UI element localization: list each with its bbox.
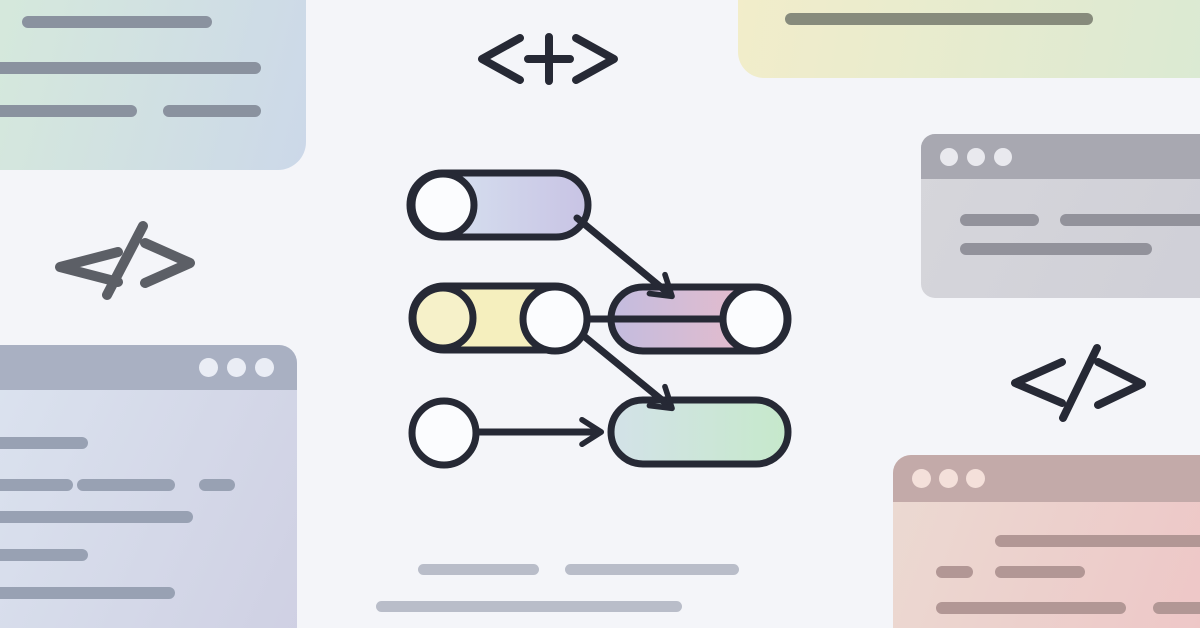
window-controls [912,469,985,488]
slash-stroke [102,221,148,300]
text-line-placeholder [936,566,973,578]
window-control-dot [227,358,246,377]
text-line-placeholder [0,511,193,523]
node-circle-pink-end [719,283,791,355]
text-line-placeholder [995,566,1085,578]
browser-window-blue [0,345,297,628]
text-line-placeholder [960,243,1152,255]
window-control-dot [994,147,1012,166]
text-line-placeholder [936,602,1126,614]
text-line-placeholder [0,549,88,561]
window-control-dot [912,469,931,488]
window-control-dot [199,358,218,377]
text-line-placeholder [163,105,261,117]
text-line-placeholder [418,564,539,575]
chevron-right-stroke [1094,358,1146,409]
slash-stroke [1059,344,1101,422]
node-circle-middle [519,283,591,355]
code-tag-icon [1011,344,1146,422]
node-start-circle-bottom [408,397,480,469]
text-line-placeholder [0,587,175,599]
node-start-circle-top [408,170,478,240]
window-titlebar [0,345,297,390]
window-titlebar [893,455,1200,502]
node-circle-yellow [409,284,477,352]
text-line-placeholder [376,601,682,612]
window-control-dot [967,147,985,166]
text-line-placeholder [199,479,235,491]
window-control-dot [939,469,958,488]
edge-blue-to-pink-arrow [573,214,675,300]
node-capsule-green [607,396,792,468]
edge-yellow-to-green-arrow [581,333,675,412]
text-line-placeholder [0,105,137,117]
text-line-placeholder [1060,214,1200,226]
card-top-left [0,0,306,170]
card-top-right [738,0,1200,78]
text-line-placeholder [22,16,212,28]
text-line-placeholder [77,479,175,491]
text-line-placeholder [1153,602,1200,614]
browser-window-gray [921,134,1200,298]
browser-window-pink [893,455,1200,628]
code-tag-icon [55,221,195,300]
window-control-dot [966,469,985,488]
chevron-right-stroke [140,238,195,288]
text-line-placeholder [995,535,1200,547]
window-control-dot [940,147,958,166]
window-controls [940,147,1012,166]
chevron-right-stroke [572,34,618,84]
text-line-placeholder [960,214,1039,226]
text-line-placeholder [0,437,88,449]
text-line-placeholder [0,479,73,491]
window-titlebar [921,134,1200,179]
chevron-left-stroke [55,247,123,287]
window-control-dot [255,358,274,377]
chevron-left-stroke [478,34,524,84]
text-line-placeholder [785,13,1093,25]
code-insert-icon [478,33,618,85]
text-line-placeholder [0,62,261,74]
plus-stroke [524,33,574,85]
chevron-left-stroke [1011,358,1066,407]
window-controls [199,358,274,377]
flowchart-diagram [406,169,792,469]
text-line-placeholder [565,564,739,575]
